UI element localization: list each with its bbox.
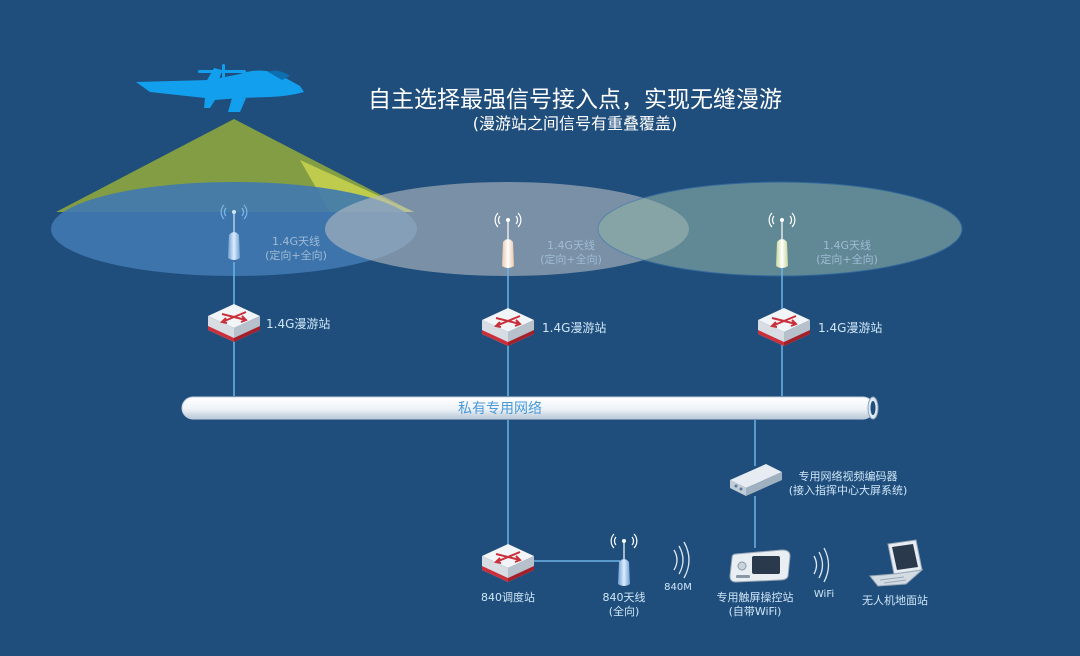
encoder-label-line2: (接入指挥中心大屏系统)	[788, 484, 908, 497]
dispatch-station-label: 840调度站	[481, 591, 535, 604]
connector-lines	[233, 262, 783, 562]
diagram-subtitle: (漫游站之间信号有重叠覆盖)	[472, 114, 678, 133]
router-icon	[758, 308, 810, 346]
coverage-area-2	[325, 182, 689, 276]
router-icon	[482, 308, 534, 346]
antenna-label-line2: (定向+全向)	[540, 253, 602, 266]
roaming-station-label-3: 1.4G漫游站	[818, 321, 883, 335]
antenna-icon	[494, 212, 522, 268]
tablet-icon	[729, 549, 791, 583]
encoder-icon	[730, 464, 782, 496]
antenna-label-line1: 1.4G天线	[271, 235, 321, 248]
antenna-icon	[768, 212, 796, 268]
diagram-title: 自主选择最强信号接入点，实现无缝漫游	[368, 87, 782, 113]
ground-station-label: 无人机地面站	[862, 594, 928, 607]
router-icon	[208, 304, 260, 342]
antenna-label-3: 1.4G天线 (定向+全向)	[792, 239, 902, 267]
touch-console-label-line2: (自带WiFi)	[728, 605, 782, 618]
antenna-840-label-line1: 840天线	[602, 591, 646, 604]
encoder-label-line1: 专用网络视频编码器	[798, 470, 898, 483]
antenna-label-line2: (定向+全向)	[265, 249, 327, 262]
antenna-label-line1: 1.4G天线	[546, 239, 596, 252]
touch-console-label-line1: 专用触屏操控站	[716, 591, 794, 604]
router-icon	[482, 544, 534, 582]
roaming-station-label-1: 1.4G漫游站	[266, 317, 331, 331]
antenna-label-1: 1.4G天线 (定向+全向)	[241, 235, 351, 263]
touch-console-label: 专用触屏操控站 (自带WiFi)	[700, 591, 810, 619]
antenna-label-line1: 1.4G天线	[822, 239, 872, 252]
antenna-840-label-line2: (全向)	[608, 605, 640, 618]
antenna-icon	[220, 204, 248, 260]
private-network-label: 私有专用网络	[458, 401, 542, 417]
antenna-label-line2: (定向+全向)	[816, 253, 878, 266]
encoder-label: 专用网络视频编码器 (接入指挥中心大屏系统)	[788, 470, 908, 498]
private-network-pipe	[181, 396, 879, 420]
roaming-station-label-2: 1.4G漫游站	[542, 321, 607, 335]
drone-icon	[136, 64, 304, 112]
antenna-840-label: 840天线 (全向)	[584, 591, 664, 619]
wifi-label: WiFi	[813, 589, 835, 600]
coverage-area-3	[597, 181, 963, 277]
antenna-icon	[610, 533, 638, 586]
wifi-waves-icon	[673, 541, 690, 579]
signal-840-label: 840M	[664, 582, 692, 593]
laptop-icon	[869, 539, 924, 587]
antenna-label-2: 1.4G天线 (定向+全向)	[516, 239, 626, 267]
wifi-waves-icon	[813, 547, 830, 583]
